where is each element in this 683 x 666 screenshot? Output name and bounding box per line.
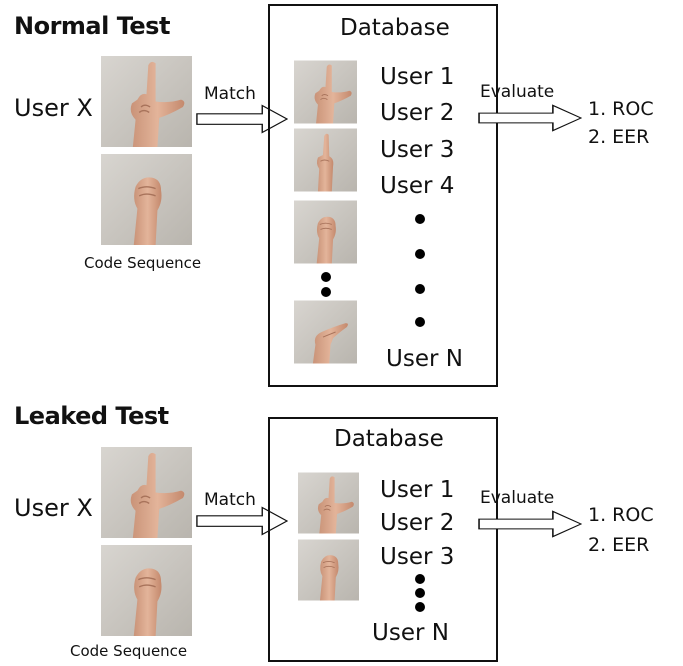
leaked-database-title: Database — [334, 426, 444, 452]
normal-user-x-label: User X — [14, 94, 93, 122]
normal-db-image-ellipsis-dot — [321, 287, 331, 297]
leaked-evaluate-label: Evaluate — [480, 488, 555, 508]
normal-test-title: Normal Test — [14, 12, 170, 40]
normal-code-sequence-caption: Code Sequence — [84, 254, 202, 272]
normal-user-2-label: User 2 — [380, 100, 455, 126]
leaked-user-3-label: User 3 — [380, 544, 455, 570]
leaked-user-ellipsis-dot — [415, 602, 425, 612]
leaked-evaluate-arrow — [478, 510, 582, 538]
normal-user-1-label: User 1 — [380, 64, 455, 90]
leaked-db-image-2 — [298, 539, 359, 601]
normal-user-ellipsis-dot — [415, 317, 425, 327]
normal-evaluate-label: Evaluate — [480, 82, 555, 102]
leaked-database-box — [268, 417, 498, 662]
normal-db-image-3 — [294, 200, 357, 264]
normal-metric-roc: 1. ROC — [588, 98, 654, 120]
normal-db-image-ellipsis-dot — [321, 272, 331, 282]
normal-user-3-label: User 3 — [380, 137, 455, 163]
leaked-user-n-label: User N — [372, 620, 449, 646]
normal-database-title: Database — [340, 15, 450, 41]
leaked-user-1-label: User 1 — [380, 477, 455, 503]
normal-probe-image-2 — [101, 153, 192, 246]
normal-evaluate-arrow — [478, 104, 582, 132]
leaked-user-2-label: User 2 — [380, 510, 455, 536]
normal-user-ellipsis-dot — [415, 214, 425, 224]
leaked-metric-roc: 1. ROC — [588, 504, 654, 526]
normal-metric-eer: 2. EER — [588, 126, 650, 148]
leaked-probe-image-2 — [101, 544, 192, 637]
leaked-match-label: Match — [204, 490, 256, 510]
normal-user-4-label: User 4 — [380, 173, 455, 199]
normal-user-ellipsis-dot — [415, 284, 425, 294]
leaked-db-image-1 — [298, 471, 359, 535]
normal-db-image-1 — [294, 60, 357, 124]
normal-user-ellipsis-dot — [415, 249, 425, 259]
leaked-user-ellipsis-dot — [415, 574, 425, 584]
leaked-user-ellipsis-dot — [415, 588, 425, 598]
leaked-metric-eer: 2. EER — [588, 534, 650, 556]
leaked-code-sequence-caption: Code Sequence — [70, 642, 188, 660]
normal-database-box — [268, 4, 498, 387]
normal-match-label: Match — [204, 84, 256, 104]
leaked-user-x-label: User X — [14, 494, 93, 522]
leaked-probe-image-1 — [101, 446, 192, 539]
normal-user-n-label: User N — [386, 346, 463, 372]
normal-db-image-4 — [294, 300, 357, 364]
normal-probe-image-1 — [101, 55, 192, 148]
normal-db-image-2 — [294, 128, 357, 192]
leaked-test-title: Leaked Test — [14, 402, 169, 430]
